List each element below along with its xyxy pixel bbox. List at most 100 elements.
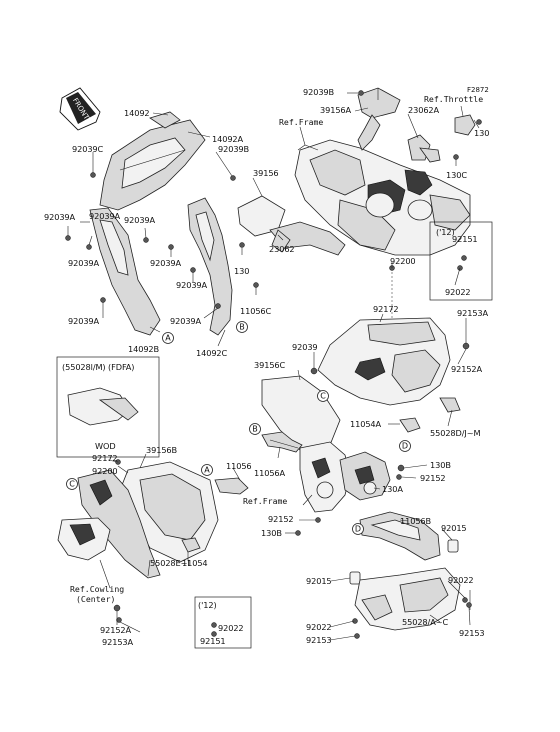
label-130a: 130A [382,484,403,494]
bracket-11056-lower [214,477,249,495]
bolt-130b-b [295,530,301,536]
circle-ref-a-2: A [201,464,213,476]
inset-wod-caption: WOD [95,441,116,451]
svg-text:D: D [355,525,361,534]
circle-ref-a-1: A [162,332,174,344]
label-92039a-1: 92039A [44,212,76,222]
circle-ref-b-1: B [236,321,248,333]
label-11056b: 11056B [400,516,432,526]
label-11056c: 11056C [240,306,272,316]
label-14092c: 14092C [196,348,228,358]
label-92172-a: 92172 [373,304,399,314]
bracket-39156 [237,195,346,256]
svg-text:B: B [252,425,258,434]
label-92039c: 92039C [72,144,104,154]
label-92039b-top: 92039B [303,87,335,97]
circle-ref-c-2: C [66,478,78,490]
bolt-92153-b [466,602,472,608]
throttle-bracket [454,114,482,136]
label-92015-b: 92015 [306,576,332,586]
label-55028-ac: 55028/A~C [402,617,448,627]
inset-year12-right-title: ('12) [436,227,455,237]
svg-text:C: C [320,392,326,401]
label-39156: 39156 [253,168,279,178]
label-92015-a: 92015 [441,523,467,533]
inset-wod: (55028l/M) (FDFA) WOD [56,356,160,458]
label-92039a-2: 92039A [89,211,121,221]
bracket-39156a [357,87,401,151]
ref-frame-mid: Ref.Frame [243,496,287,506]
bolt-92153-a [354,633,360,639]
bolt-92153a-b [116,617,122,623]
label-92022-a: 92022 [448,575,474,585]
label-92152a-b: 92152A [100,625,132,635]
bolt-130c [453,154,459,160]
label-130-a: 130 [474,128,489,138]
upper-cowl-55028d [317,268,451,406]
grommet-92152-b [315,517,321,523]
side-bracket-14092c [187,197,233,336]
label-92039a-3: 92039A [124,215,156,225]
circle-ref-b-2: B [249,423,261,435]
label-92153-a: 92153 [306,635,332,645]
grommet-92152a-b [113,604,121,612]
label-92152-a: 92152 [420,473,446,483]
label-92039a-6: 92039A [176,280,208,290]
bracket-11056a [261,431,303,453]
label-92152-b: 92152 [268,514,294,524]
svg-text:A: A [165,334,171,343]
grommet-92022-a [462,597,468,603]
bolt-130b [397,464,405,472]
inset-year12-bottom: ('12) 92022 92151 [194,596,252,649]
bolt-11056c [253,282,259,288]
label-92022-b: 92022 [306,622,332,632]
svg-text:A: A [204,466,210,475]
label-92039: 92039 [292,342,318,352]
label-39156a: 39156A [320,105,352,115]
bracket-11056b [359,511,441,561]
label-92200-a: 92200 [390,256,416,266]
inset-year12-bottom-title: ('12) [198,600,217,610]
label-92172-b: 92172 [92,453,118,463]
label-92153a-a: 92153A [457,308,489,318]
cowling-center-ref [57,517,111,561]
front-arrow-icon: FRONT [59,87,101,131]
label-55028d-jm: 55028D/J~M [430,428,480,438]
ref-throttle: Ref.Throttle [424,94,483,104]
leader-lines [67,92,480,641]
label-55028e-i: 55028E~I [150,558,190,568]
grommet-92152a [462,342,470,350]
label-92039b: 92039B [218,144,250,154]
bolt-92039b-top [358,90,364,96]
label-92200-b: 92200 [92,466,118,476]
spacer-92015-b [349,571,361,585]
label-130c: 130C [446,170,467,180]
inset-year12-right-p2: 92022 [445,287,471,297]
inner-bracket-14092a [99,111,206,211]
ref-cowling-line1: Ref.Cowling [70,584,124,594]
label-39156b: 39156B [146,445,178,455]
svg-text:D: D [402,442,408,451]
label-14092: 14092 [124,108,150,118]
inset-year12-right: ('12) 92151 92022 [429,221,493,301]
label-92039a-8: 92039A [170,316,202,326]
spacer-92015 [447,539,459,553]
bracket-23062a [407,134,441,163]
inset-year12-bottom-p2: 92151 [200,636,226,646]
label-92039a-5: 92039A [150,258,182,268]
label-130b-b: 130B [261,528,282,538]
grommet-92152 [396,474,402,480]
circle-ref-c-1: C [317,390,329,402]
label-11054a: 11054A [350,419,382,429]
label-130b-a: 130B [430,460,451,470]
label-11054: 11054 [182,558,208,568]
ref-cowling-line2: (Center) [76,594,115,604]
label-130-b: 130 [234,266,249,276]
label-11056a: 11056A [254,468,286,478]
label-39156c: 39156C [254,360,286,370]
label-92153a-b: 92153A [102,637,134,647]
label-92039a-7: 92039A [68,316,100,326]
circle-ref-d-1: D [399,440,411,452]
label-23062: 23062 [269,244,295,254]
